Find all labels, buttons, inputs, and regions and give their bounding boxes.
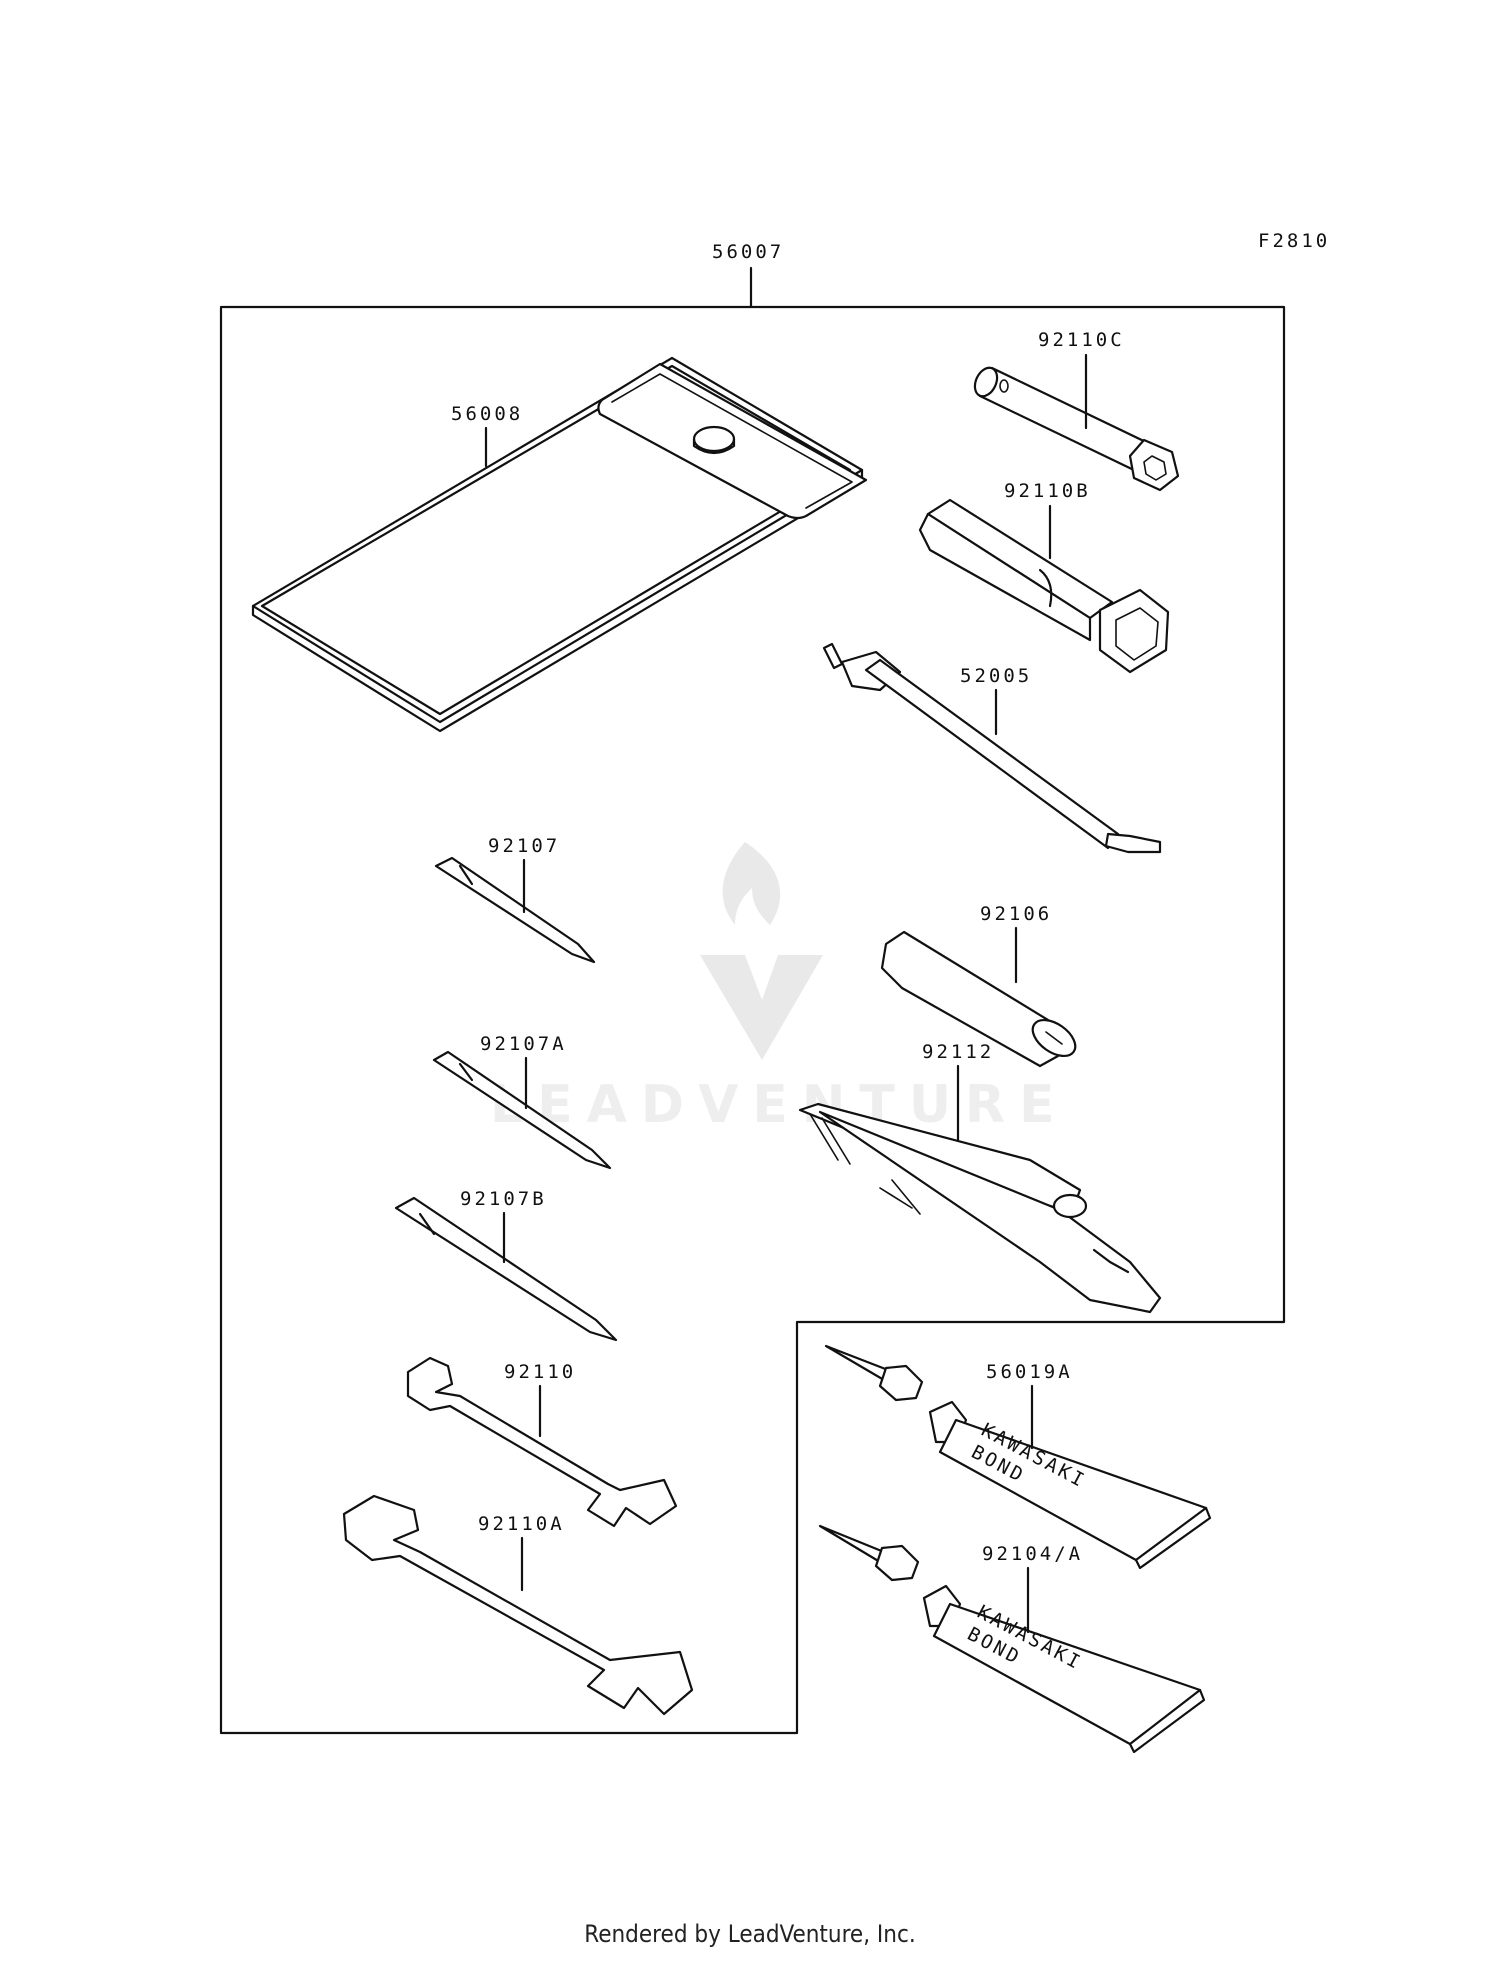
label-92107: 92107 [488, 835, 560, 857]
pliers [798, 1102, 1162, 1314]
box-wrench-c [973, 366, 1180, 492]
label-56007: 56007 [712, 241, 784, 263]
figure-code: F2810 [1258, 230, 1330, 252]
label-92110: 92110 [504, 1361, 576, 1383]
screwdriver-bit-b [394, 1196, 618, 1342]
handle-grip [880, 930, 1077, 1068]
label-52005: 52005 [960, 665, 1032, 687]
kit-boundary [219, 305, 1286, 1735]
wrench [406, 1356, 678, 1528]
footer-credit: Rendered by LeadVenture, Inc. [584, 1920, 916, 1948]
screwdriver-bit [434, 856, 596, 964]
watermark-logo: LEADVENTURE [490, 842, 1069, 1135]
label-92110C: 92110C [1038, 329, 1125, 351]
box-wrench-b [918, 498, 1170, 674]
tool-bag [251, 356, 868, 733]
wrench-a [342, 1494, 694, 1716]
label-56008: 56008 [451, 403, 523, 425]
label-92110B: 92110B [1004, 480, 1091, 502]
bond-tube-b [818, 1524, 1206, 1754]
bond-tube-a [824, 1344, 1212, 1570]
screwdriver-bit-a [432, 1050, 612, 1170]
label-92110A: 92110A [478, 1513, 565, 1535]
screwdriver-handle [822, 642, 1162, 854]
label-92107A: 92107A [480, 1033, 567, 1055]
watermark-text: LEADVENTURE [490, 1075, 1069, 1135]
label-92107B: 92107B [460, 1188, 547, 1210]
label-56019A: 56019A [986, 1361, 1073, 1383]
label-92112: 92112 [922, 1041, 994, 1063]
label-92106: 92106 [980, 903, 1052, 925]
label-92104-A: 92104/A [982, 1543, 1083, 1565]
